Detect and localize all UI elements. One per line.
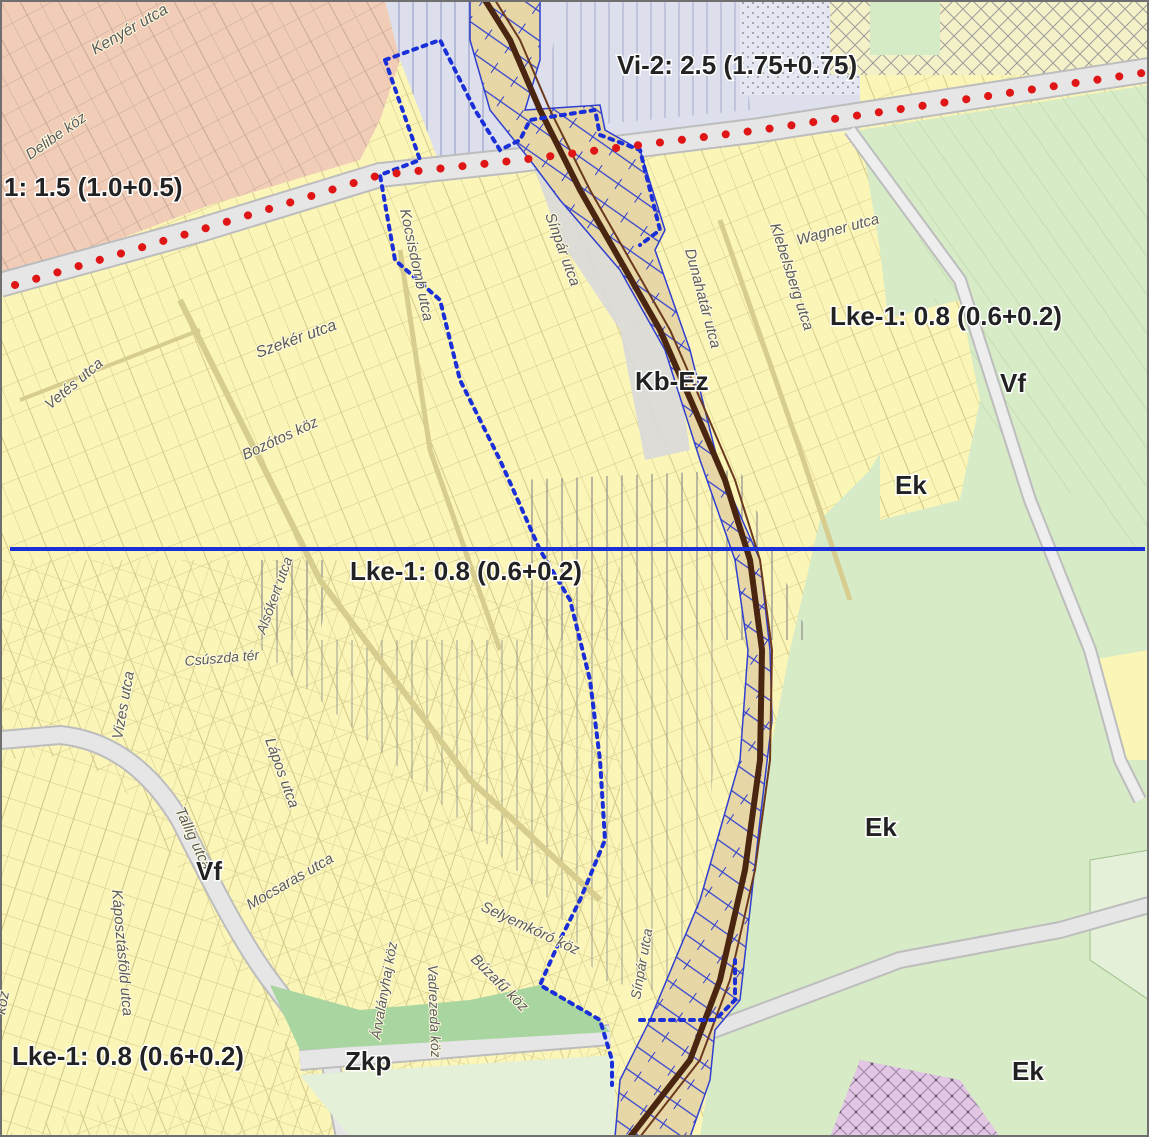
railway-line (482, 0, 766, 1137)
zone-labels: Vi-2: 2.5 (1.75+0.75) 1: 1.5 (1.0+0.5) K… (3, 49, 1064, 1088)
zone-label-lke-center: Lke-1: 0.8 (0.6+0.2) (350, 556, 582, 586)
park-zkp (270, 985, 610, 1050)
zone-label-ek-top: Ek (895, 470, 927, 500)
street-label: Csúszda tér (184, 646, 261, 669)
zone-label-ek-mid: Ek (865, 812, 897, 842)
zone-label-lke-right: Lke-1: 0.8 (0.6+0.2) (830, 301, 1062, 331)
zone-label-vf-top: Vf (1000, 368, 1026, 398)
zone-label-lke-bottom: Lke-1: 0.8 (0.6+0.2) (12, 1041, 244, 1071)
rail-corridor (469, 0, 773, 1137)
zone-label-vi1: 1: 1.5 (1.0+0.5) (4, 172, 183, 202)
zone-label-vi2: Vi-2: 2.5 (1.75+0.75) (617, 50, 857, 80)
zone-label-zkp: Zkp (345, 1046, 391, 1076)
planning-boundary (377, 37, 663, 1087)
zone-label-kbez: Kb-Ez (635, 366, 709, 396)
street-label: Vadrezeda köz (425, 965, 444, 1058)
zone-label-ek-bottom: Ek (1012, 1056, 1044, 1086)
zone-label-vf-left: Vf (196, 856, 222, 886)
